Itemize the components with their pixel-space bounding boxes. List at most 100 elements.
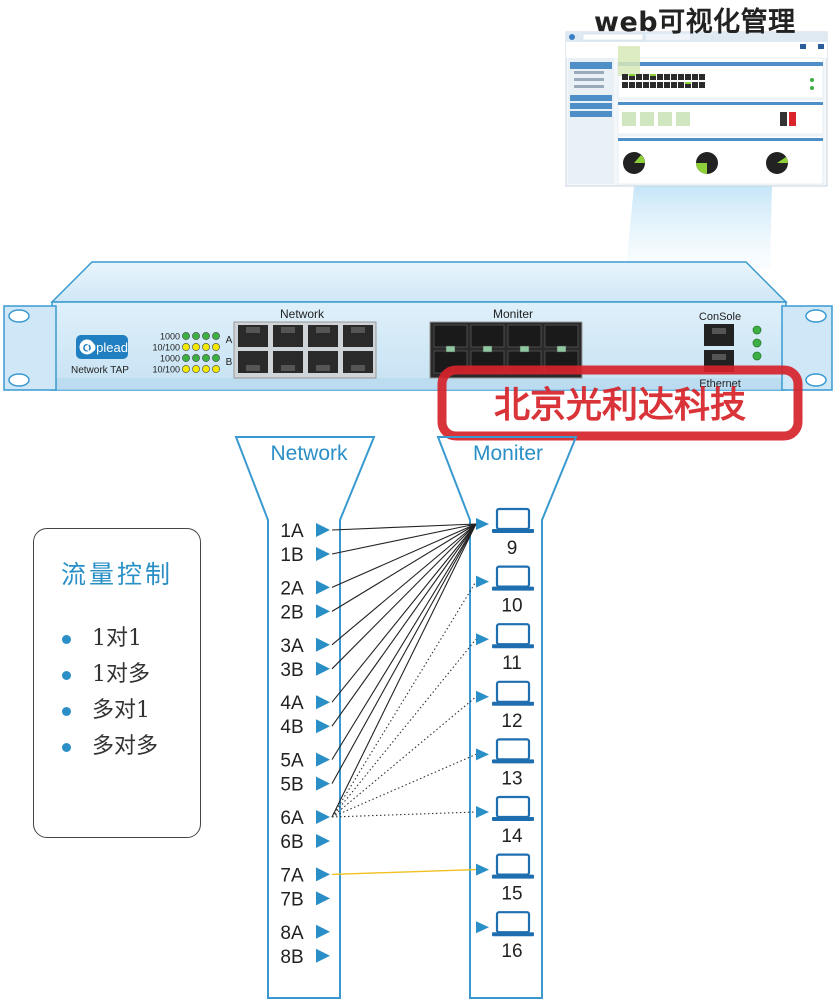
bullet-icon	[62, 671, 71, 680]
network-port-label: 7B	[280, 889, 303, 910]
monitor-port-label: 14	[501, 826, 523, 847]
network-port-arrow-icon	[316, 604, 330, 619]
network-port-arrow-icon	[316, 580, 330, 595]
network-port-arrow-icon	[316, 719, 330, 734]
monitor-port-arrow-icon	[476, 690, 489, 703]
laptop-icon	[495, 507, 531, 531]
link-many-to-one	[331, 523, 477, 703]
laptop-base	[492, 932, 534, 937]
rj45-port	[343, 351, 373, 373]
link-one-to-many	[331, 638, 477, 818]
network-port-arrow-icon	[316, 776, 330, 791]
rj45-port	[273, 351, 303, 373]
network-port-label: 2A	[280, 578, 304, 599]
link-led	[192, 332, 200, 340]
link-led	[192, 365, 200, 373]
rack-ear-right	[781, 305, 833, 391]
legend-item-many-to-many: 多对多	[62, 729, 158, 765]
network-port-label: 4B	[280, 717, 303, 738]
network-port-label: 3A	[280, 636, 304, 657]
traffic-control-legend: 流量控制 1对1 1对多 多对1 多对多	[33, 528, 201, 838]
network-port-label: 8B	[280, 947, 303, 968]
link-led	[202, 365, 210, 373]
power-led	[752, 325, 762, 335]
link-led	[182, 365, 190, 373]
led-speed-label: 1000	[160, 332, 180, 342]
laptop-base	[492, 701, 534, 706]
rj45-port	[308, 325, 338, 347]
network-port-label: 4A	[280, 693, 304, 714]
laptop-base	[492, 817, 534, 821]
projection-beam	[626, 186, 772, 268]
link-many-to-one	[331, 523, 477, 670]
legend-item-label: 多对1	[92, 698, 150, 723]
link-one-to-one	[331, 868, 477, 876]
laptop-icon	[495, 738, 531, 761]
link-led	[182, 343, 190, 351]
legend-item-label: 1对多	[92, 662, 150, 687]
monitor-port-label: 11	[502, 653, 522, 674]
network-port-arrow-icon	[316, 547, 330, 561]
device-network-label: Network	[280, 307, 325, 321]
rj45-port	[308, 351, 338, 373]
link-led	[182, 354, 190, 362]
network-port-arrow-icon	[316, 834, 330, 848]
legend-item-one-to-many: 1对多	[62, 657, 158, 693]
link-led	[202, 354, 210, 362]
link-many-to-one	[331, 523, 477, 588]
sfp-port	[470, 324, 505, 348]
ethernet-label: Ethernet	[699, 378, 741, 390]
network-port-arrow-icon	[316, 637, 330, 652]
link-led	[212, 354, 220, 362]
laptop-icon	[495, 911, 531, 934]
network-port-label: 3B	[280, 660, 303, 681]
link-led	[212, 365, 220, 373]
traffic-links	[331, 523, 477, 876]
link-many-to-one	[331, 523, 477, 531]
moniter-funnel-title: Moniter	[473, 442, 543, 465]
monitor-port-arrow-icon	[476, 806, 489, 818]
monitor-port-label: 16	[501, 941, 522, 962]
link-many-to-one	[331, 523, 477, 784]
network-port-arrow-icon	[316, 695, 330, 710]
link-many-to-one	[331, 523, 477, 612]
link-led	[212, 332, 220, 340]
led-speed-label: 10/100	[152, 343, 180, 353]
rack-ear-left	[3, 305, 57, 391]
link-led	[192, 354, 200, 362]
monitor-port-arrow-icon	[476, 921, 489, 934]
rj45-port	[238, 325, 268, 347]
network-port-arrow-icon	[316, 661, 330, 676]
console-label: ConSole	[699, 311, 741, 323]
link-many-to-one	[331, 523, 477, 727]
legend-item-label: 1对1	[92, 626, 142, 651]
network-port-arrow-icon	[316, 752, 330, 767]
network-port-arrow-icon	[316, 891, 330, 906]
moniter-funnel: Moniter	[436, 436, 578, 999]
system-led	[752, 338, 762, 348]
monitor-port-arrow-icon	[476, 748, 489, 761]
monitor-port-label: 15	[501, 884, 522, 905]
network-port-arrow-icon	[316, 924, 330, 939]
network-port-block	[233, 321, 377, 379]
led-port-label: B	[226, 357, 233, 368]
alarm-led	[752, 351, 762, 361]
laptop-icon	[495, 623, 531, 646]
laptop-base	[492, 874, 534, 879]
network-port-label: 1A	[280, 521, 304, 542]
monitor-port-arrow-icon	[476, 633, 489, 646]
device-moniter-label: Moniter	[493, 307, 533, 321]
laptop-base	[492, 586, 534, 591]
bullet-icon	[62, 743, 71, 752]
network-port-label: 8A	[280, 923, 304, 944]
monitor-port-label: 9	[507, 538, 518, 559]
laptop-base	[492, 529, 534, 533]
sfp-port	[544, 324, 579, 348]
network-port-label: 5B	[280, 775, 303, 796]
link-led	[202, 343, 210, 351]
bullet-icon	[62, 635, 71, 644]
brand-logo: O Oplead	[76, 335, 128, 359]
